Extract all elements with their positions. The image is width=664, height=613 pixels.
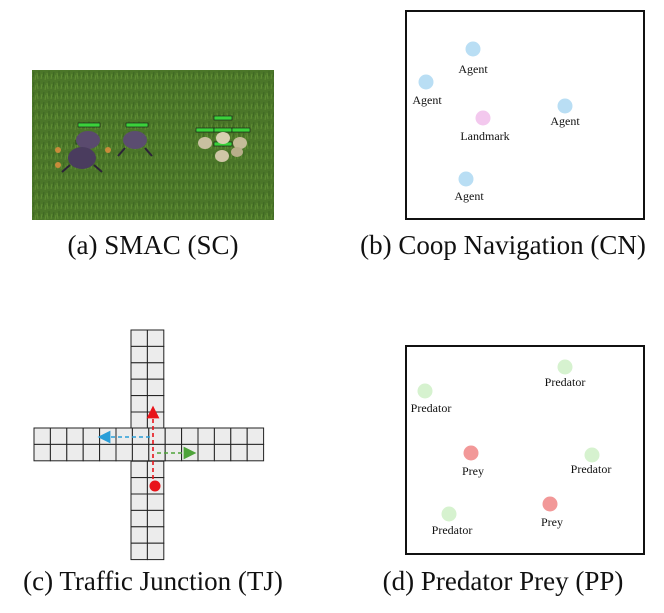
tj-cell bbox=[246, 443, 265, 462]
tj-cell bbox=[146, 345, 165, 364]
cn-agent-3 bbox=[557, 98, 573, 114]
tj-cell bbox=[130, 526, 148, 544]
health-bar bbox=[195, 127, 215, 133]
tj-cell bbox=[131, 443, 150, 462]
tj-cell bbox=[197, 427, 215, 445]
tj-cell bbox=[146, 395, 165, 413]
cn-agent-label: Agent bbox=[454, 189, 484, 203]
cn-agent-label: Agent bbox=[458, 62, 488, 76]
tj-cell bbox=[82, 427, 101, 445]
tj-cell bbox=[246, 427, 265, 445]
tj-cell bbox=[146, 329, 165, 347]
health-bar bbox=[213, 115, 233, 121]
unit bbox=[68, 147, 96, 169]
pp-predator-2 bbox=[417, 383, 433, 399]
unit bbox=[233, 137, 247, 149]
tj-cell bbox=[146, 378, 165, 397]
pp-predator-1 bbox=[557, 359, 573, 375]
tj-cell bbox=[130, 378, 148, 397]
tj-cell bbox=[146, 411, 165, 429]
cn-agent-label: Agent bbox=[412, 93, 442, 107]
unit bbox=[198, 137, 212, 149]
tj-cell bbox=[213, 443, 232, 462]
tj-cell bbox=[130, 509, 148, 528]
tj-cell bbox=[66, 443, 84, 462]
tj-cell bbox=[82, 443, 101, 462]
unit bbox=[76, 131, 100, 149]
caption-d: (d) Predator Prey (PP) bbox=[383, 566, 624, 596]
tj-cell bbox=[130, 345, 148, 364]
tj-cell bbox=[146, 526, 165, 544]
tj-grid bbox=[33, 329, 265, 561]
traffic-junction-panel bbox=[33, 329, 265, 561]
health-bar bbox=[231, 127, 251, 133]
caption-a: (a) SMAC (SC) bbox=[67, 230, 238, 260]
tj-cell bbox=[197, 443, 215, 462]
tj-cell bbox=[146, 542, 165, 561]
cn-agent-label: Agent bbox=[550, 114, 580, 128]
tj-cell bbox=[230, 427, 248, 445]
pp-predator-label: Predator bbox=[571, 462, 612, 476]
tj-cell bbox=[130, 477, 148, 495]
tj-cell bbox=[130, 329, 148, 347]
tj-cell bbox=[230, 443, 248, 462]
cn-landmark-label: Landmark bbox=[460, 129, 509, 143]
cn-agent-4 bbox=[458, 171, 474, 187]
tj-cell bbox=[66, 427, 84, 445]
tj-car bbox=[149, 480, 161, 492]
caption-b: (b) Coop Navigation (CN) bbox=[360, 230, 646, 260]
unit bbox=[215, 150, 229, 162]
tj-cell bbox=[164, 427, 183, 445]
cn-agent-1 bbox=[465, 41, 481, 57]
tj-cell bbox=[213, 427, 232, 445]
tj-cell bbox=[146, 460, 165, 479]
tj-cell bbox=[130, 362, 148, 380]
pp-predator-label: Predator bbox=[411, 401, 452, 415]
pp-prey-1 bbox=[463, 445, 479, 461]
tj-cell bbox=[33, 443, 51, 462]
tj-cell bbox=[130, 411, 148, 429]
caption-c: (c) Traffic Junction (TJ) bbox=[23, 566, 283, 596]
pp-predator-3 bbox=[584, 447, 600, 463]
unit bbox=[123, 131, 147, 149]
pp-predator-label: Predator bbox=[545, 375, 586, 389]
cn-landmark bbox=[475, 110, 491, 126]
smac-unit-group-left bbox=[55, 122, 153, 173]
tj-cell bbox=[115, 443, 133, 462]
tj-cell bbox=[49, 427, 68, 445]
tj-cell bbox=[148, 427, 166, 445]
cn-frame bbox=[405, 10, 645, 220]
tj-cell bbox=[146, 509, 165, 528]
health-bar bbox=[77, 122, 101, 128]
pp-prey-2 bbox=[542, 496, 558, 512]
health-bar bbox=[213, 127, 233, 133]
coop-navigation-panel: Agent Agent Agent Landmark Agent bbox=[405, 10, 645, 220]
tj-cell bbox=[146, 362, 165, 380]
pp-predator-4 bbox=[441, 506, 457, 522]
tj-cell bbox=[130, 395, 148, 413]
smac-unit-group-right bbox=[195, 115, 251, 162]
smac-panel bbox=[32, 70, 274, 220]
pp-prey-label: Prey bbox=[541, 515, 563, 529]
cn-agent-2 bbox=[418, 74, 434, 90]
pp-prey-label: Prey bbox=[462, 464, 484, 478]
predator-prey-panel: Predator Predator Prey Predator Prey Pre… bbox=[405, 345, 645, 555]
unit bbox=[231, 147, 243, 157]
tj-cell bbox=[130, 493, 148, 511]
health-bar bbox=[125, 122, 149, 128]
tj-cell bbox=[99, 443, 117, 462]
tj-cell bbox=[181, 443, 199, 462]
tj-cell bbox=[33, 427, 51, 445]
tj-cell bbox=[130, 542, 148, 561]
tj-cell bbox=[146, 493, 165, 511]
tj-cell bbox=[130, 460, 148, 479]
pp-predator-label: Predator bbox=[432, 523, 473, 537]
unit bbox=[216, 132, 230, 144]
tj-cell bbox=[181, 427, 199, 445]
tj-cell bbox=[49, 443, 68, 462]
